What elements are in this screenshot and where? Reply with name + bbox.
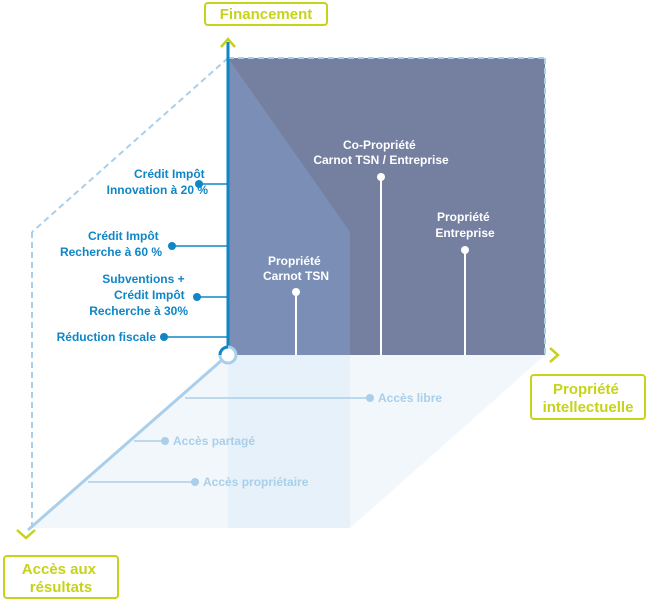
ownership-label-entreprise-l1: Propriété xyxy=(437,210,490,224)
ownership-dot-copropriete xyxy=(377,173,385,181)
ownership-label-entreprise-l2: Entreprise xyxy=(435,226,495,240)
ownership-stems xyxy=(292,173,469,355)
funding-dot-subventions xyxy=(193,293,201,301)
financement-label: Financement xyxy=(220,6,313,23)
acces-label-l2: résultats xyxy=(30,579,93,596)
access-dot-proprietaire xyxy=(191,478,199,486)
access-dot-partage xyxy=(161,437,169,445)
access-dot-libre xyxy=(366,394,374,402)
funding-dot-reduction xyxy=(160,333,168,341)
ownership-label-carnot-l1: Propriété xyxy=(268,254,321,268)
financing-arrow-icon xyxy=(220,37,236,48)
acces-label-l1: Accès aux xyxy=(22,561,97,578)
acces-label: Accès aux résultats xyxy=(22,561,100,596)
access-arrow-icon xyxy=(16,529,36,540)
access-label-libre: Accès libre xyxy=(378,391,442,405)
funding-label-recherche60: Crédit Impôt Recherche à 60 % xyxy=(60,229,162,259)
funding-label-recherche60-l2: Recherche à 60 % xyxy=(60,245,162,259)
ownership-label-carnot: Propriété Carnot TSN xyxy=(263,254,329,283)
acces-box: Accès aux résultats xyxy=(3,555,119,599)
ownership-label-copropriete: Co-Propriété Carnot TSN / Entreprise xyxy=(313,138,449,167)
financement-box: Financement xyxy=(204,2,328,26)
funding-label-subventions: Subventions + Crédit Impôt Recherche à 3… xyxy=(89,272,188,318)
funding-dot-recherche60 xyxy=(168,242,176,250)
origin-ring-accent xyxy=(218,345,229,356)
funding-label-subventions-l2: Crédit Impôt xyxy=(114,288,185,302)
propriete-label-l1: Propriété xyxy=(553,381,619,398)
funding-dot-innovation xyxy=(195,180,203,188)
ownership-dot-entreprise xyxy=(461,246,469,254)
ownership-label-carnot-l2: Carnot TSN xyxy=(263,269,329,283)
access-label-proprietaire: Accès propriétaire xyxy=(203,475,309,489)
funding-label-reduction: Réduction fiscale xyxy=(57,330,157,344)
ownership-panel-light-wedge xyxy=(228,58,350,355)
propriete-label-l2: intellectuelle xyxy=(543,399,634,416)
ownership-dot-carnot xyxy=(292,288,300,296)
back-diagonal-edge xyxy=(31,57,229,233)
ownership-label-copropriete-l2: Carnot TSN / Entreprise xyxy=(313,153,449,167)
funding-label-subventions-l3: Recherche à 30% xyxy=(89,304,188,318)
access-leaders xyxy=(88,394,374,486)
funding-label-innovation-l1: Crédit Impôt xyxy=(134,167,205,181)
ip-arrow-icon xyxy=(549,347,560,363)
funding-label-recherche60-l1: Crédit Impôt xyxy=(88,229,159,243)
funding-label-innovation: Crédit Impôt Innovation à 20 % xyxy=(107,167,209,197)
access-label-partage: Accès partagé xyxy=(173,434,255,448)
ownership-label-copropriete-l1: Co-Propriété xyxy=(343,138,416,152)
propriete-label: Propriété intellectuelle xyxy=(543,381,634,416)
funding-label-innovation-l2: Innovation à 20 % xyxy=(107,183,209,197)
funding-leaders xyxy=(160,180,228,341)
access-axis xyxy=(27,358,223,532)
propriete-box: Propriété intellectuelle xyxy=(530,374,646,420)
ownership-label-entreprise: Propriété Entreprise xyxy=(435,210,495,240)
funding-label-subventions-l1: Subventions + xyxy=(102,272,184,286)
